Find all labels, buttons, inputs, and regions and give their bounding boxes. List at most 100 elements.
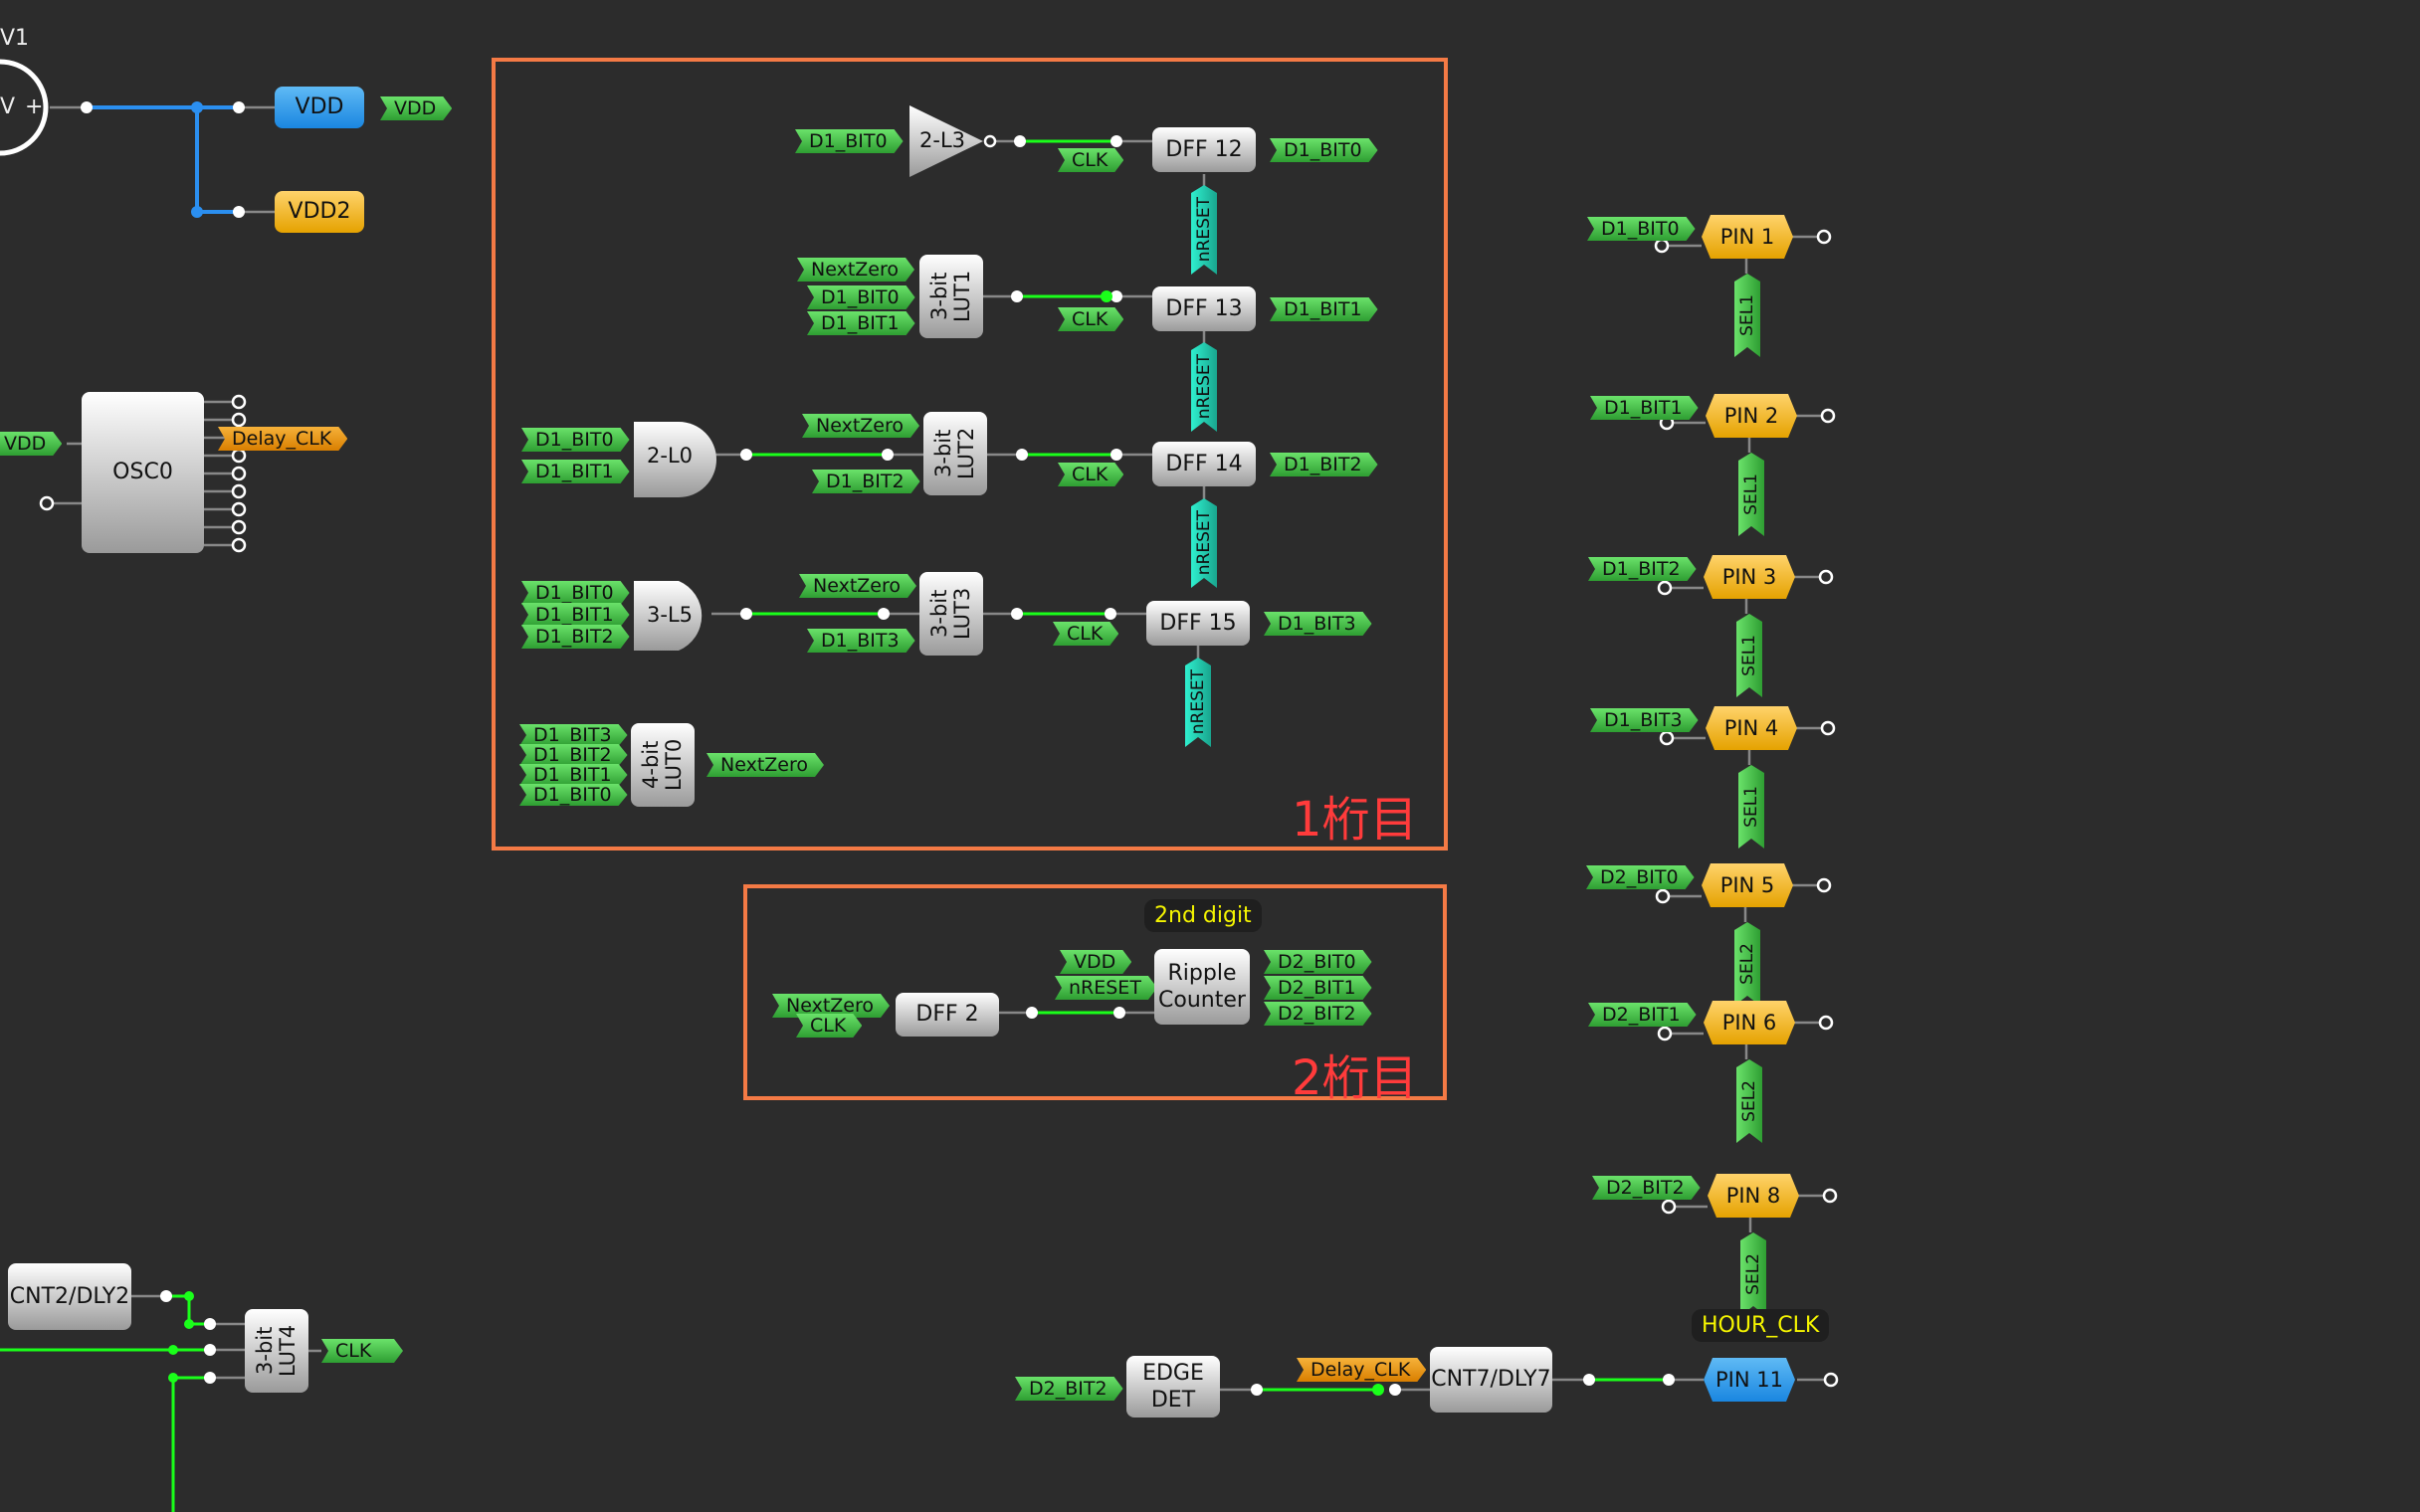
lut3-in-1[interactable]: D1_BIT3 <box>807 629 915 653</box>
pin-sel-tag[interactable]: SEL1 <box>1734 274 1760 357</box>
dff13-block[interactable]: DFF 13 <box>1152 286 1256 331</box>
voltage-source-icon <box>0 59 49 156</box>
lut2-block[interactable]: 3-bit LUT2 <box>923 412 987 495</box>
digit2-frame-label: 2桁目 <box>1292 1050 1418 1106</box>
pin-block[interactable]: PIN 8 <box>1708 1174 1799 1218</box>
and2-in-1[interactable]: D1_BIT1 <box>521 460 630 483</box>
ripple-counter-block[interactable]: Ripple Counter <box>1154 949 1250 1025</box>
edge-in-tag[interactable]: D2_BIT2 <box>1015 1377 1123 1401</box>
pin-in-tag[interactable]: D2_BIT1 <box>1588 1003 1697 1027</box>
lut1-in-1[interactable]: D1_BIT0 <box>807 285 915 309</box>
and3-in-0[interactable]: D1_BIT0 <box>521 581 630 605</box>
pin11-block[interactable]: PIN 11 <box>1704 1358 1795 1402</box>
and2-in-0[interactable]: D1_BIT0 <box>521 428 630 452</box>
vdd2-block[interactable]: VDD2 <box>275 191 364 233</box>
ripple-out-1[interactable]: D2_BIT1 <box>1264 976 1372 1000</box>
lut2-in-0[interactable]: NextZero <box>802 414 919 438</box>
lut1-in-2[interactable]: D1_BIT1 <box>807 311 915 335</box>
ripple-out-0[interactable]: D2_BIT0 <box>1264 950 1372 974</box>
pin-in-tag[interactable]: D1_BIT0 <box>1587 217 1696 241</box>
dff15-out-tag[interactable]: D1_BIT3 <box>1264 612 1372 636</box>
ripple-label-2: Counter <box>1158 988 1246 1013</box>
lut0-in-3[interactable]: D1_BIT0 <box>519 784 628 806</box>
lut1-in-0[interactable]: NextZero <box>797 258 914 282</box>
pin-in-tag[interactable]: D1_BIT1 <box>1590 396 1699 420</box>
and3-in-2[interactable]: D1_BIT2 <box>521 625 630 649</box>
pin-sel-tag[interactable]: SEL2 <box>1734 922 1760 1006</box>
lut3-in-0[interactable]: NextZero <box>799 574 916 598</box>
dff14-reset-tag[interactable]: nRESET <box>1191 498 1217 588</box>
clkgen-out-tag[interactable]: CLK <box>321 1339 403 1363</box>
vdd-block[interactable]: VDD <box>275 87 364 128</box>
power-wires <box>87 105 239 214</box>
osc-vdd-tag[interactable]: VDD <box>0 432 62 456</box>
and2-gate-icon <box>634 422 716 497</box>
lut0-in-2[interactable]: D1_BIT1 <box>519 764 628 786</box>
pin-block[interactable]: PIN 1 <box>1702 215 1793 259</box>
dff12-out-tag[interactable]: D1_BIT0 <box>1270 138 1378 162</box>
dff2-block[interactable]: DFF 2 <box>896 993 999 1037</box>
and3-label[interactable]: 3-L5 <box>647 603 693 627</box>
dff13-clk-tag[interactable]: CLK <box>1058 307 1123 331</box>
dff14-block[interactable]: DFF 14 <box>1152 442 1256 486</box>
ripple-in-0[interactable]: VDD <box>1060 950 1131 974</box>
lut0-out-tag[interactable]: NextZero <box>706 753 824 777</box>
ripple-out-2[interactable]: D2_BIT2 <box>1264 1002 1372 1026</box>
digit1-frame-label: 1桁目 <box>1292 792 1418 848</box>
and2-label[interactable]: 2-L0 <box>647 444 693 468</box>
digit1-frame <box>492 58 1448 850</box>
cnt2-block[interactable]: CNT2/DLY2 <box>8 1263 131 1330</box>
digit2-frame <box>743 884 1447 1100</box>
dff13-reset-tag[interactable]: nRESET <box>1191 342 1217 432</box>
delay-clk-tag[interactable]: Delay_CLK <box>218 427 347 451</box>
pin-sel-tag[interactable]: SEL1 <box>1738 765 1764 849</box>
vdd-out-tag[interactable]: VDD <box>380 96 452 120</box>
dff12-reset-tag[interactable]: nRESET <box>1191 185 1217 275</box>
pin-block[interactable]: PIN 4 <box>1706 706 1797 750</box>
cnt7-block[interactable]: CNT7/DLY7 <box>1430 1347 1552 1413</box>
pin-sel-tag[interactable]: SEL2 <box>1736 1059 1762 1143</box>
lut0-block[interactable]: 4-bit LUT0 <box>631 723 695 807</box>
inverter-label[interactable]: 2-L3 <box>919 128 965 152</box>
hour-delay-clk-tag[interactable]: Delay_CLK <box>1297 1358 1426 1382</box>
lut1-block[interactable]: 3-bit LUT1 <box>919 255 983 338</box>
lut0-in-0[interactable]: D1_BIT3 <box>519 724 628 746</box>
inv-in-tag[interactable]: D1_BIT0 <box>795 129 904 153</box>
dff15-clk-tag[interactable]: CLK <box>1053 622 1118 646</box>
pin-sel-tag[interactable]: SEL2 <box>1740 1232 1766 1316</box>
pin-in-tag[interactable]: D1_BIT2 <box>1588 557 1697 581</box>
dff14-clk-tag[interactable]: CLK <box>1058 463 1123 486</box>
pin-sel-tag[interactable]: SEL1 <box>1738 453 1764 536</box>
digit2-note: 2nd digit <box>1144 899 1262 932</box>
dff12-block[interactable]: DFF 12 <box>1152 127 1256 172</box>
dff15-block[interactable]: DFF 15 <box>1146 601 1250 646</box>
pin-in-tag[interactable]: D1_BIT3 <box>1590 708 1699 732</box>
osc0-block[interactable]: OSC0 <box>82 392 204 553</box>
pin-in-tag[interactable]: D2_BIT0 <box>1586 865 1695 889</box>
pin-block[interactable]: PIN 5 <box>1702 863 1793 907</box>
lut4-block[interactable]: 3-bit LUT4 <box>245 1309 308 1393</box>
pin-block[interactable]: PIN 2 <box>1706 394 1797 438</box>
lut0-in-1[interactable]: D1_BIT2 <box>519 744 628 766</box>
dff15-reset-tag[interactable]: nRESET <box>1185 658 1211 747</box>
and3-in-1[interactable]: D1_BIT1 <box>521 603 630 627</box>
dff12-clk-tag[interactable]: CLK <box>1058 148 1123 172</box>
source-symbol: V <box>0 94 16 119</box>
ripple-in-1[interactable]: nRESET <box>1055 976 1157 1000</box>
dff14-out-tag[interactable]: D1_BIT2 <box>1270 453 1378 476</box>
pin-in-tag[interactable]: D2_BIT2 <box>1592 1176 1701 1200</box>
ripple-label-1: Ripple <box>1167 960 1237 986</box>
dff2-in-1[interactable]: CLK <box>796 1014 862 1038</box>
pin-block[interactable]: PIN 3 <box>1704 555 1795 599</box>
pin-sel-tag[interactable]: SEL1 <box>1736 614 1762 697</box>
inverter-bubble-icon <box>983 134 997 148</box>
lut3-block[interactable]: 3-bit LUT3 <box>919 572 983 656</box>
edge-det-block[interactable]: EDGE DET <box>1126 1356 1220 1418</box>
and3-gate-icon <box>634 581 703 651</box>
pin-block[interactable]: PIN 6 <box>1704 1001 1795 1044</box>
dff13-out-tag[interactable]: D1_BIT1 <box>1270 297 1378 321</box>
lut2-in-1[interactable]: D1_BIT2 <box>812 470 920 493</box>
hour-clk-note: HOUR_CLK <box>1692 1309 1830 1342</box>
